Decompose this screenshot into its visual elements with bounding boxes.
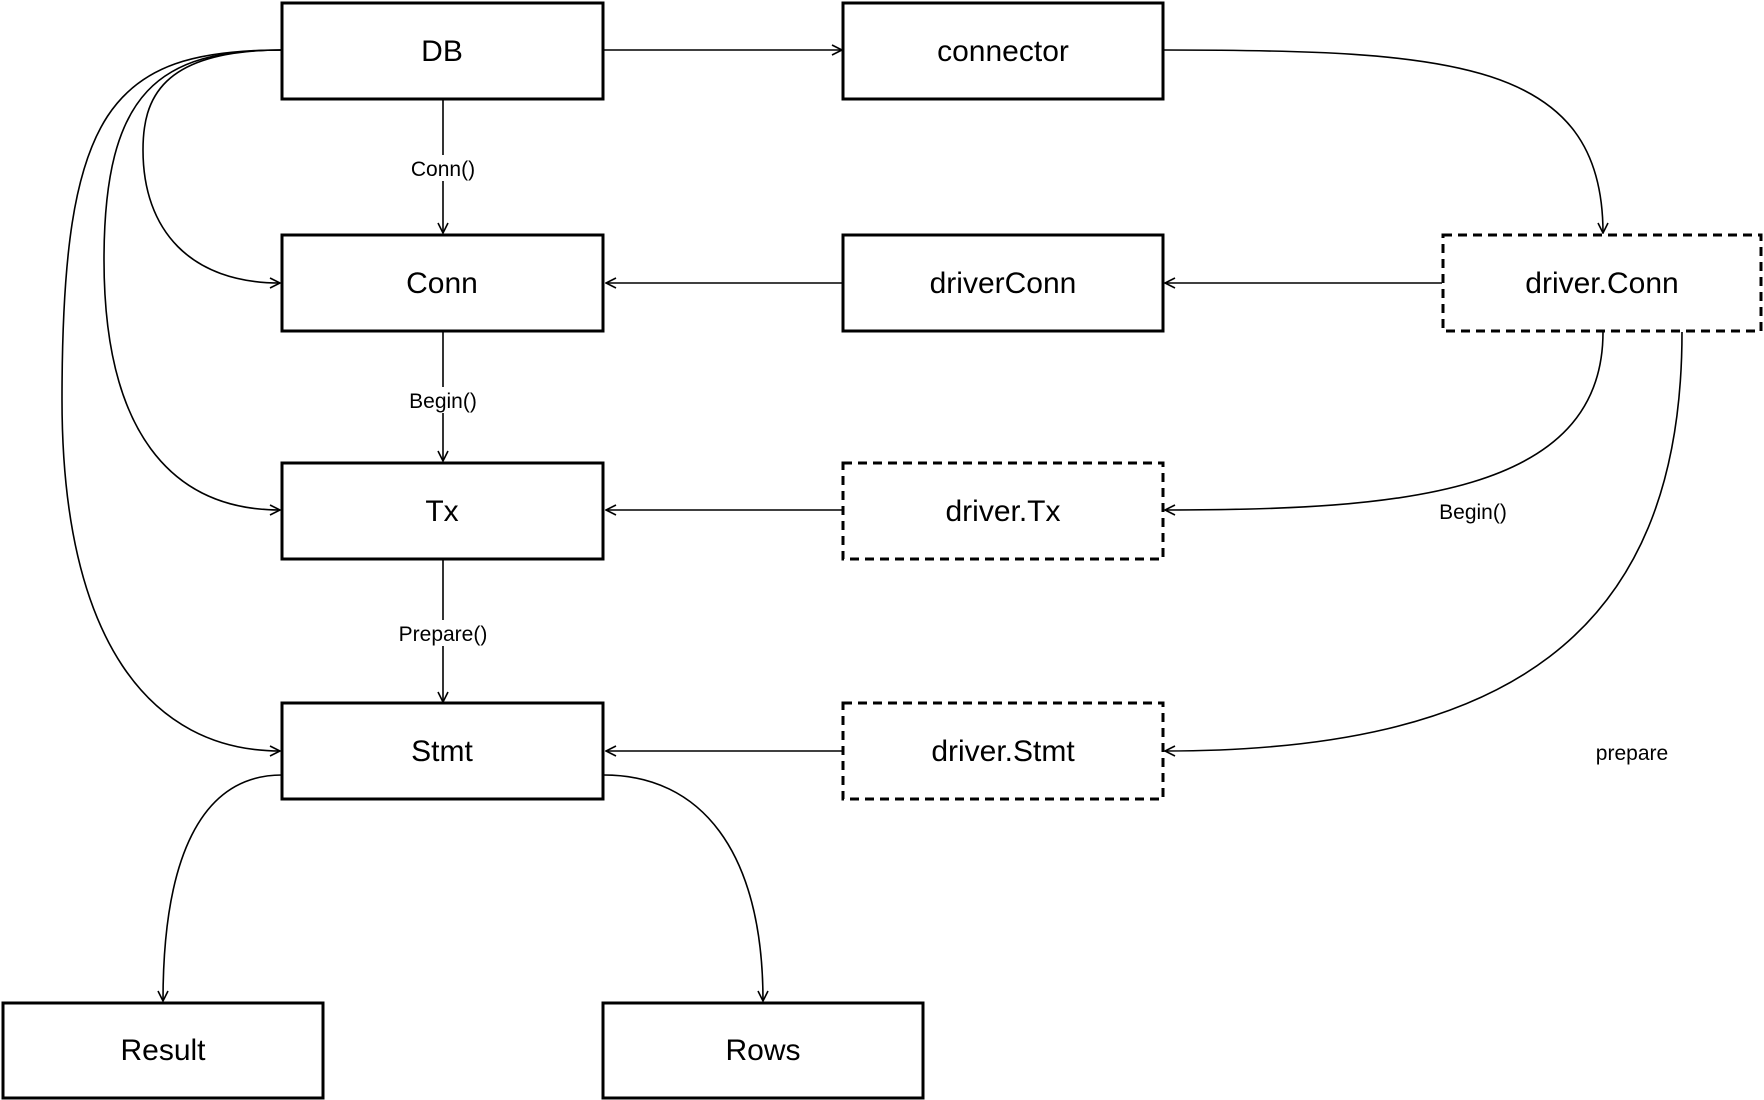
node-driver-stmt: driver.Stmt	[841, 701, 1165, 801]
node-label: driver.Conn	[1525, 267, 1678, 300]
node-driverconn: driverConn	[841, 233, 1165, 333]
edge-db-tx-curve	[103, 49, 283, 510]
node-label: Conn	[406, 267, 478, 300]
edge-connector-driverconn	[1162, 49, 1603, 233]
edge-label-begin-call: Begin()	[409, 390, 477, 413]
edge-db-stmt-curve	[61, 49, 283, 751]
edge-conn-tx: Begin()	[393, 332, 493, 461]
edge-db-conn-curve	[142, 49, 283, 283]
edge-stmt-rows	[603, 774, 763, 1001]
node-label: Tx	[425, 495, 458, 528]
edge-label-driver-prepare: prepare	[1596, 742, 1668, 765]
node-label: driver.Stmt	[931, 735, 1075, 768]
node-tx: Tx	[280, 461, 605, 561]
edge-db-conn: Conn()	[405, 100, 481, 233]
node-result: Result	[1, 1001, 325, 1100]
node-driver-tx: driver.Tx	[841, 461, 1165, 561]
node-label: Result	[120, 1034, 206, 1067]
edge-driverconn-driverstmt: prepare	[1165, 331, 1683, 765]
node-db: DB	[280, 1, 605, 101]
edge-stmt-result	[163, 774, 283, 1001]
node-label: Rows	[725, 1034, 800, 1067]
node-label: driver.Tx	[945, 495, 1060, 528]
edge-label-conn-call: Conn()	[411, 158, 475, 181]
node-rows: Rows	[601, 1001, 925, 1100]
node-label: Stmt	[411, 735, 473, 768]
node-conn: Conn	[280, 233, 605, 333]
edge-label-prepare-call: Prepare()	[399, 623, 488, 646]
node-stmt: Stmt	[280, 701, 605, 801]
edge-driverconn-drivertx: Begin()	[1165, 331, 1604, 524]
node-connector: connector	[841, 1, 1165, 101]
edge-label-driver-begin: Begin()	[1439, 501, 1507, 524]
node-label: DB	[421, 35, 463, 68]
node-label: driverConn	[930, 267, 1077, 300]
edge-tx-stmt: Prepare()	[388, 560, 498, 702]
node-driver-conn: driver.Conn	[1441, 233, 1763, 333]
node-label: connector	[937, 35, 1069, 68]
